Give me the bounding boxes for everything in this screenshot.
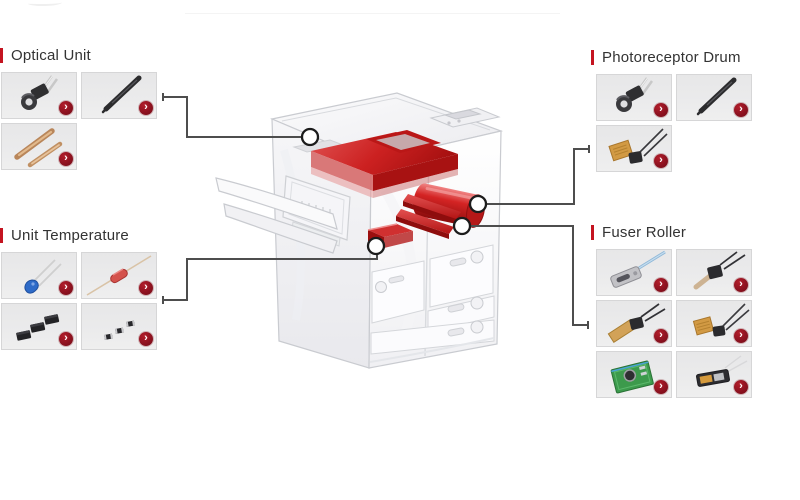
copper-tube-probes-icon bbox=[14, 128, 63, 168]
top-edge-artifact bbox=[28, 0, 62, 6]
section-fuser-roller: Fuser Roller › › bbox=[591, 224, 752, 398]
more-arrow-button[interactable]: › bbox=[654, 103, 668, 117]
fuser-roller-callout-marker bbox=[452, 216, 472, 236]
product-tile[interactable]: › bbox=[596, 74, 672, 121]
photoreceptor-drum-highlight bbox=[413, 183, 486, 228]
smd-chip-thermistors-icon bbox=[16, 314, 60, 341]
fuser-roller-connector bbox=[470, 225, 589, 329]
more-arrow-button[interactable]: › bbox=[139, 101, 153, 115]
more-arrow-button[interactable]: › bbox=[734, 278, 748, 292]
product-tile[interactable]: › bbox=[596, 300, 672, 347]
more-arrow-button[interactable]: › bbox=[654, 278, 668, 292]
pcb-module-sensor-icon bbox=[610, 360, 654, 394]
section-accent-bar bbox=[0, 227, 3, 243]
connector-lines bbox=[162, 93, 590, 329]
more-arrow-button[interactable]: › bbox=[734, 103, 748, 117]
section-header: Unit Temperature bbox=[0, 226, 157, 244]
more-arrow-button[interactable]: › bbox=[654, 329, 668, 343]
front-panels bbox=[369, 147, 495, 363]
section-accent-bar bbox=[0, 47, 3, 63]
photoreceptor-drum-connector bbox=[486, 145, 590, 205]
product-tile[interactable]: › bbox=[676, 249, 752, 296]
section-unit-temperature: Unit Temperature › › bbox=[0, 227, 157, 350]
scanner-lid-strip bbox=[292, 139, 345, 153]
product-grid: › › › bbox=[596, 249, 752, 398]
product-tile[interactable]: › bbox=[81, 303, 157, 350]
ring-lug-thermistor-icon bbox=[616, 77, 654, 112]
unit-temperature-connector bbox=[162, 254, 378, 304]
product-tile[interactable]: › bbox=[596, 249, 672, 296]
optical-unit-callout-marker bbox=[300, 127, 320, 147]
compact-module-sensor-icon bbox=[696, 355, 748, 387]
product-tile[interactable]: › bbox=[81, 252, 157, 299]
product-grid: › › › bbox=[1, 72, 157, 170]
kapton-strip-sensor-icon bbox=[607, 303, 666, 343]
more-arrow-button[interactable]: › bbox=[59, 332, 73, 346]
section-header: Fuser Roller bbox=[591, 223, 752, 241]
side-door bbox=[282, 175, 351, 247]
printer-body bbox=[269, 92, 504, 369]
section-accent-bar bbox=[591, 224, 594, 240]
product-tile[interactable]: › bbox=[596, 125, 672, 172]
ring-lug-thermistor-icon bbox=[21, 75, 59, 110]
bypass-tray bbox=[215, 177, 338, 254]
optical-unit-highlight bbox=[311, 130, 458, 198]
more-arrow-button[interactable]: › bbox=[734, 380, 748, 394]
unit-temperature-highlight bbox=[367, 223, 413, 248]
product-tile[interactable]: › bbox=[1, 303, 77, 350]
section-title: Fuser Roller bbox=[602, 223, 687, 241]
product-tile[interactable]: › bbox=[81, 72, 157, 119]
control-panel bbox=[429, 107, 501, 128]
optical-unit-connector bbox=[162, 93, 302, 138]
product-grid: › › › bbox=[596, 74, 752, 172]
more-arrow-button[interactable]: › bbox=[734, 329, 748, 343]
rod-probe-sensor-icon bbox=[101, 75, 142, 114]
product-tile[interactable]: › bbox=[596, 351, 672, 398]
page-top-divider bbox=[185, 13, 560, 14]
more-arrow-button[interactable]: › bbox=[139, 332, 153, 346]
section-optical-unit: Optical Unit › › bbox=[0, 47, 157, 170]
rod-probe-sensor-icon bbox=[696, 77, 737, 116]
small-smd-chip-thermistors-icon bbox=[104, 320, 135, 340]
flex-film-sensor-icon bbox=[608, 128, 668, 164]
section-title: Unit Temperature bbox=[11, 226, 129, 244]
section-photoreceptor-drum: Photoreceptor Drum › › bbox=[591, 49, 752, 172]
product-tile[interactable]: › bbox=[1, 123, 77, 170]
section-header: Optical Unit bbox=[0, 46, 157, 64]
product-tile[interactable]: › bbox=[1, 252, 77, 299]
photoreceptor-drum-callout-marker bbox=[468, 194, 488, 214]
product-tile[interactable]: › bbox=[676, 74, 752, 121]
ceramic-stick-sensor-icon bbox=[693, 251, 746, 290]
section-title: Optical Unit bbox=[11, 46, 91, 64]
axial-glass-thermistor-icon bbox=[86, 255, 152, 296]
more-arrow-button[interactable]: › bbox=[139, 281, 153, 295]
fuser-roller-highlight bbox=[396, 194, 461, 239]
product-grid: › › › › bbox=[1, 252, 157, 350]
more-arrow-button[interactable]: › bbox=[59, 101, 73, 115]
more-arrow-button[interactable]: › bbox=[59, 152, 73, 166]
section-accent-bar bbox=[591, 49, 594, 65]
metal-body-sensor-blue-cable-icon bbox=[610, 250, 666, 288]
more-arrow-button[interactable]: › bbox=[654, 380, 668, 394]
section-header: Photoreceptor Drum bbox=[591, 48, 752, 66]
product-tile[interactable]: › bbox=[676, 351, 752, 398]
product-tile[interactable]: › bbox=[1, 72, 77, 119]
section-title: Photoreceptor Drum bbox=[602, 48, 741, 66]
flex-pad-sensor-icon bbox=[692, 303, 750, 337]
unit-temperature-callout-marker bbox=[366, 236, 386, 256]
product-tile[interactable]: › bbox=[676, 300, 752, 347]
more-arrow-button[interactable]: › bbox=[654, 154, 668, 168]
bead-thermistor-icon bbox=[24, 259, 62, 294]
more-arrow-button[interactable]: › bbox=[59, 281, 73, 295]
